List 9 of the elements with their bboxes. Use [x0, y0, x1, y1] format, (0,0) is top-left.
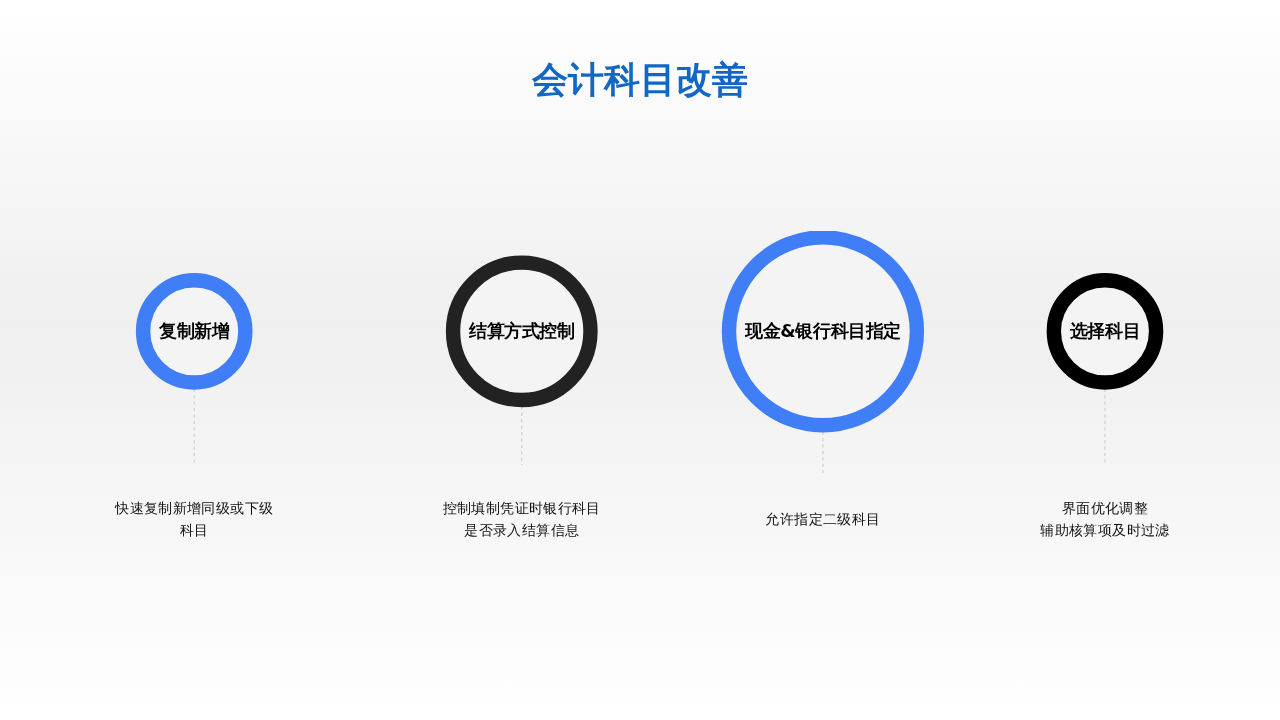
node-text: 界面优化调整 辅助核算项及时过滤 [1040, 499, 1170, 539]
node-circle: 复制新增 [135, 273, 253, 390]
node-text: 允许指定二级科目 [765, 510, 881, 528]
node-circle: 结算方式控制 [445, 255, 598, 408]
title: 会计科目改善 [531, 58, 749, 102]
node-circle: 现金&银行科目指定 [721, 231, 925, 433]
node-circle: 选择科目 [1046, 273, 1164, 390]
node-text: 控制填制凭证时银行科目是否录入结算信息 [442, 499, 601, 539]
node-text: 快速复制新增同级或下级科目 [115, 499, 274, 539]
